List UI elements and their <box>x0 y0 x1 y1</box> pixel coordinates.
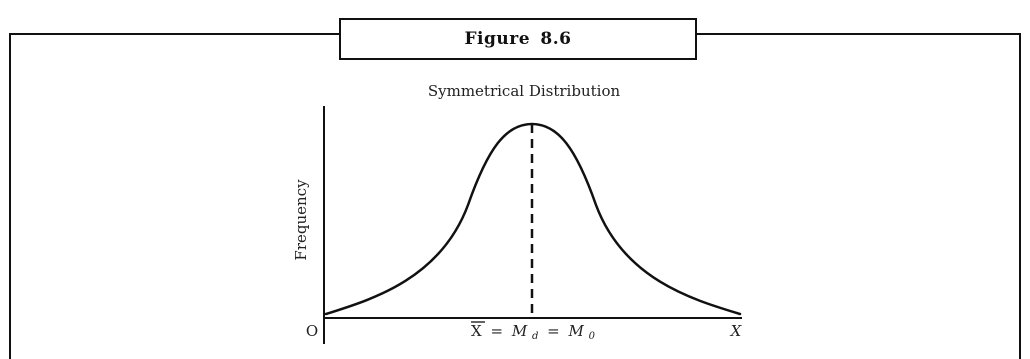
center-label: X = M d = M 0 <box>471 322 596 343</box>
x-axis-label: X <box>730 322 743 340</box>
equals-sign-2: = <box>547 322 560 340</box>
median-subscript: d <box>532 331 538 342</box>
mode-subscript: 0 <box>589 331 596 342</box>
mode-symbol: M <box>568 322 585 340</box>
origin-label: O <box>306 322 318 340</box>
median-symbol: M <box>511 322 528 340</box>
figure-caption: Figure 8.6 <box>339 18 697 60</box>
diagram-title: Symmetrical Distribution <box>428 82 621 100</box>
figure-caption-text: Figure 8.6 <box>464 29 572 49</box>
mean-symbol: X <box>471 322 482 340</box>
equals-sign-1: = <box>490 322 503 340</box>
y-axis-label: Frequency <box>292 179 310 261</box>
